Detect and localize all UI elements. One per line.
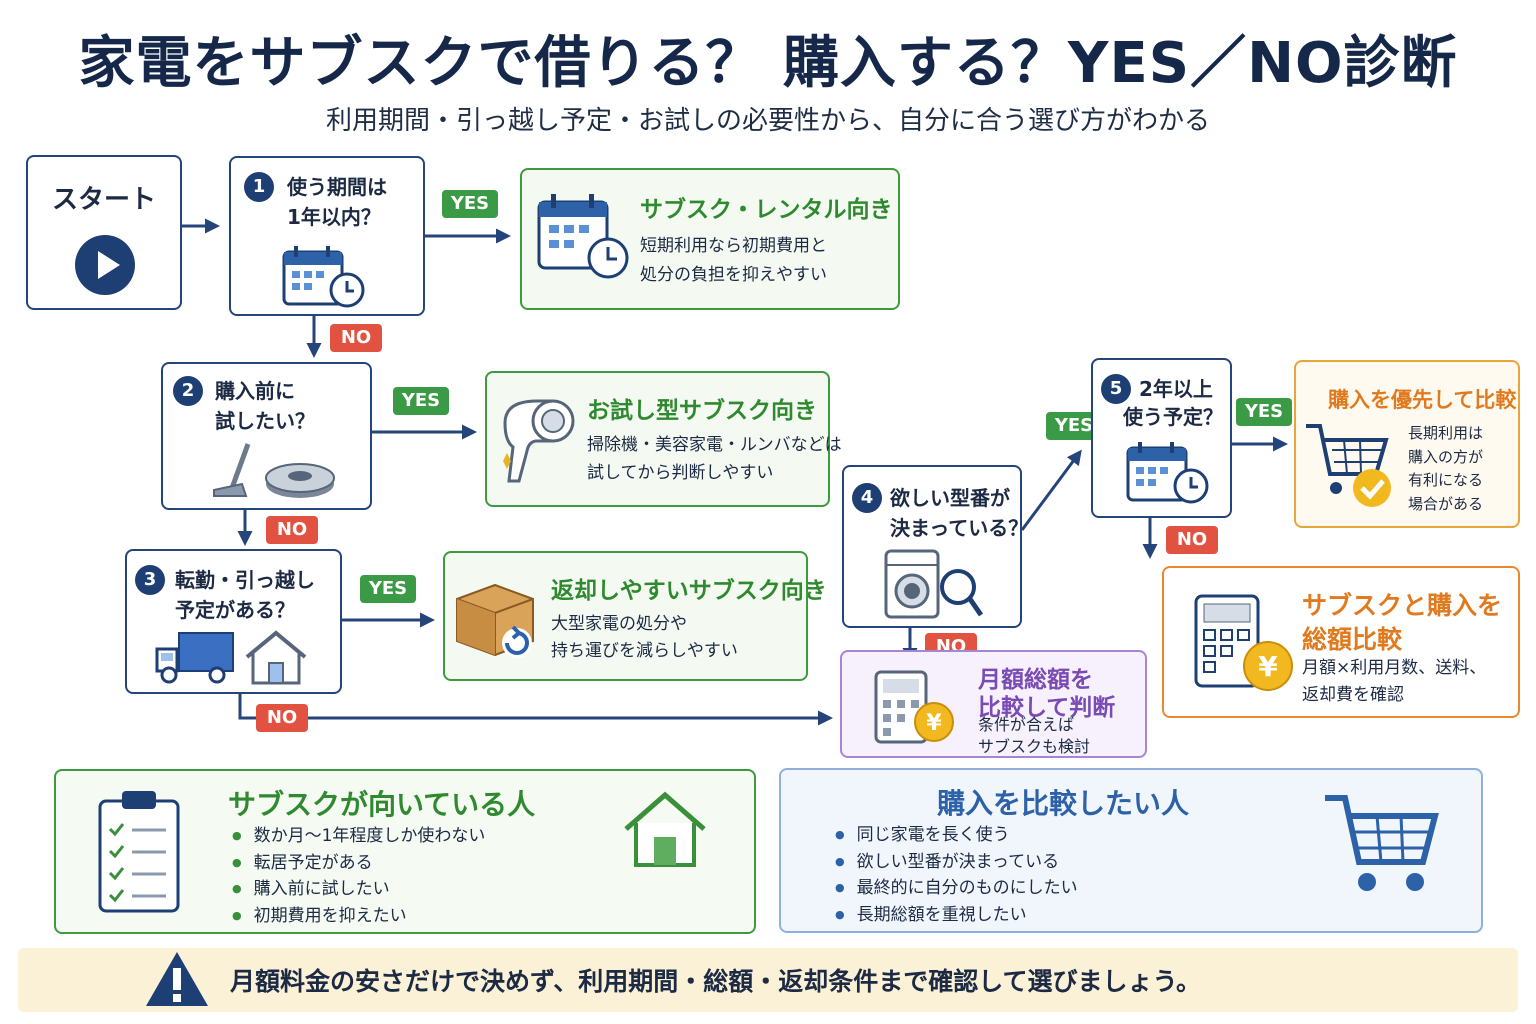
result-desc-line3: 有利になる: [1408, 471, 1484, 489]
panel-title: 購入を比較したい人: [937, 787, 1190, 820]
question-text-line2: 試したい？: [215, 409, 315, 433]
result-title: お試し型サブスク向き: [587, 398, 817, 424]
result-desc-line1: 短期利用なら初期費用と: [640, 236, 827, 256]
svg-text:¥: ¥: [926, 711, 942, 736]
question-1-box: 1 使う期間は 1年以内？: [229, 156, 425, 316]
result-desc-line1: 掃除機・美容家電・ルンバなどは: [587, 435, 842, 455]
box-return-icon: [456, 583, 534, 658]
panel-list: 数か月〜1年程度しか使わない 転居予定がある 購入前に試したい 初期費用を抑えた…: [232, 823, 486, 930]
question-text-line1: 欲しい型番が: [890, 486, 1010, 510]
list-item: 欲しい型番が決まっている: [835, 849, 1078, 876]
panel-title: サブスクが向いている人: [228, 788, 536, 821]
arrow-q4-yes: [1020, 449, 1082, 531]
yes-tag: YES: [1236, 398, 1292, 426]
question-text-line2: 予定がある？: [175, 598, 295, 622]
no-tag: NO: [256, 704, 308, 732]
shopping-cart-check-icon: [1306, 424, 1391, 507]
result-title-line2: 比較して判断: [978, 695, 1116, 721]
question-3-box: 3 転勤・引っ越し 予定がある？: [125, 549, 342, 694]
yes-tag: YES: [393, 387, 449, 415]
calendar-clock-icon: [1126, 442, 1209, 504]
question-number: 1: [244, 172, 274, 202]
vacuum-robot-icon: [213, 443, 335, 498]
result-monthly-total: ¥ 月額総額を 比較して判断 条件が合えば サブスクも検討: [840, 650, 1147, 758]
play-icon: [75, 235, 135, 295]
result-desc-line4: 場合がある: [1408, 494, 1484, 513]
result-desc-line2: サブスクも検討: [978, 737, 1091, 756]
result-desc-line2: 試してから判断しやすい: [587, 463, 774, 483]
page-title: 家電をサブスクで借りる？ 購入する？YES／NO診断: [78, 31, 1458, 96]
no-tag: NO: [266, 516, 318, 544]
truck-icon: [155, 632, 234, 684]
question-text-line2: 使う予定？: [1123, 405, 1223, 429]
panel-purchase-people: 購入を比較したい人 同じ家電を長く使う 欲しい型番が決まっている 最終的に自分の…: [779, 768, 1483, 933]
result-desc-line1: 長期利用は: [1408, 424, 1484, 442]
question-4-box: 4 欲しい型番が 決まっている？: [842, 465, 1028, 628]
result-desc-line2: 返却費を確認: [1302, 685, 1404, 705]
warning-icon: [146, 952, 208, 1006]
result-desc-line1: 大型家電の処分や: [551, 614, 687, 634]
result-desc-line1: 条件が合えば: [978, 715, 1075, 734]
shopping-cart-icon: [1325, 795, 1439, 891]
panel-list: 同じ家電を長く使う 欲しい型番が決まっている 最終的に自分のものにしたい 長期総…: [835, 822, 1078, 928]
washing-machine-search-icon: [884, 549, 984, 619]
hair-dryer-icon: [503, 399, 575, 483]
result-title-line2: 総額比較: [1302, 625, 1403, 654]
result-title: 返却しやすいサブスク向き: [551, 578, 827, 604]
question-2-box: 2 購入前に 試したい？: [161, 362, 372, 510]
result-desc-line2: 処分の負担を抑えやすい: [640, 265, 827, 285]
warning-bar: [18, 948, 1518, 1012]
start-label: スタート: [51, 185, 156, 215]
result-desc-line1: 月額×利用月数、送料、: [1302, 658, 1487, 678]
result-title-line1: 月額総額を: [978, 667, 1093, 693]
list-item: 数か月〜1年程度しか使わない: [232, 823, 486, 850]
question-number: 4: [852, 483, 882, 513]
result-trial: お試し型サブスク向き 掃除機・美容家電・ルンバなどは 試してから判断しやすい: [485, 371, 842, 507]
question-number: 2: [173, 376, 203, 406]
page-subtitle: 利用期間・引っ越し予定・お試しの必要性から、自分に合う選び方がわかる: [325, 106, 1210, 136]
result-total-compare: ¥ サブスクと購入を 総額比較 月額×利用月数、送料、 返却費を確認: [1162, 566, 1520, 718]
calendar-clock-icon: [537, 194, 629, 279]
question-text-line1: 使う期間は: [287, 175, 387, 199]
result-desc-line2: 購入の方が: [1408, 447, 1484, 466]
list-item: 同じ家電を長く使う: [835, 822, 1078, 849]
result-title: サブスク・レンタル向き: [640, 197, 893, 223]
question-text-line1: 購入前に: [215, 379, 295, 403]
list-item: 購入前に試したい: [232, 876, 485, 903]
calendar-clock-icon: [282, 246, 365, 308]
result-returnable: 返却しやすいサブスク向き 大型家電の処分や 持ち運びを減らしやすい: [443, 551, 827, 681]
question-number: 3: [135, 565, 165, 595]
result-title-line1: サブスクと購入を: [1302, 591, 1503, 620]
question-5-box: 5 2年以上 使う予定？: [1091, 358, 1232, 518]
result-purchase-first: 購入を優先して比較 長期利用は 購入の方が 有利になる 場合がある: [1294, 360, 1520, 528]
yes-tag: YES: [442, 190, 498, 218]
panel-subscription-people: サブスクが向いている人 数か月〜1年程度しか使わない 転居予定がある 購入前に試…: [54, 769, 756, 934]
question-text-line1: 2年以上: [1139, 377, 1213, 401]
list-item: 初期費用を抑えたい: [232, 903, 485, 930]
calculator-yen-icon: ¥: [874, 670, 954, 744]
list-item: 転居予定がある: [232, 850, 485, 877]
question-text-line2: 決まっている？: [890, 516, 1029, 540]
question-number: 5: [1101, 374, 1131, 404]
svg-text:¥: ¥: [1258, 650, 1278, 683]
yes-tag: YES: [360, 575, 416, 603]
calculator-yen-icon: ¥: [1194, 594, 1293, 691]
house-icon: [245, 630, 307, 685]
no-tag: NO: [1166, 526, 1218, 554]
warning-text: 月額料金の安さだけで決めず、利用期間・総額・返却条件まで確認して選びましょう。: [230, 967, 1202, 996]
house-icon: [624, 791, 706, 867]
question-text-line2: 1年以内？: [287, 205, 381, 229]
question-text-line1: 転勤・引っ越し: [175, 568, 315, 592]
result-desc-line2: 持ち運びを減らしやすい: [551, 641, 738, 661]
no-tag: NO: [330, 324, 382, 352]
result-title: 購入を優先して比較: [1328, 388, 1517, 412]
result-subscription-rental: サブスク・レンタル向き 短期利用なら初期費用と 処分の負担を抑えやすい: [520, 168, 900, 310]
clipboard-checklist-icon: [98, 791, 180, 913]
start-box[interactable]: スタート: [26, 155, 182, 310]
arrow-q3-no: [238, 694, 833, 726]
list-item: 最終的に自分のものにしたい: [835, 875, 1078, 902]
list-item: 長期総額を重視したい: [835, 902, 1078, 929]
